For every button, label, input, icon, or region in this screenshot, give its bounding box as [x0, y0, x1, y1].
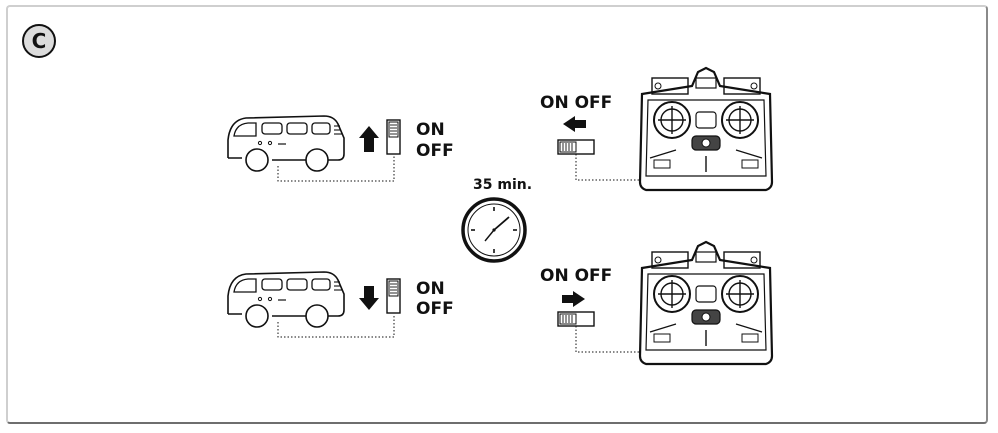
vehicle-bottom-off-label: OFF: [416, 299, 454, 319]
clock-icon: [461, 197, 527, 263]
timer-label: 35 min.: [473, 177, 533, 193]
controller-link-top: [575, 154, 640, 181]
controller-switch-top: [557, 139, 595, 155]
left-arrow-icon: [563, 116, 586, 132]
van-bottom-illustration: [227, 271, 345, 328]
vehicle-switch-bottom: [386, 278, 401, 314]
controller-link-bottom: [575, 326, 640, 353]
transmitter-top-illustration: [638, 66, 774, 192]
vehicle-top-on-label: ON: [416, 120, 445, 140]
van-top-illustration: [227, 115, 345, 172]
right-arrow-icon: [562, 291, 585, 307]
down-arrow-icon: [359, 286, 379, 310]
vehicle-bottom-on-label: ON: [416, 279, 445, 299]
vehicle-link-bottom: [277, 314, 395, 338]
transmitter-bottom-illustration: [638, 240, 774, 366]
up-arrow-icon: [359, 126, 379, 152]
controller-top-onoff-label: ON OFF: [540, 93, 613, 113]
controller-bottom-onoff-label: ON OFF: [540, 266, 613, 286]
vehicle-top-off-label: OFF: [416, 141, 454, 161]
step-badge: C: [22, 24, 56, 58]
vehicle-switch-top: [386, 119, 401, 155]
vehicle-link-top: [277, 156, 395, 182]
controller-switch-bottom: [557, 311, 595, 327]
